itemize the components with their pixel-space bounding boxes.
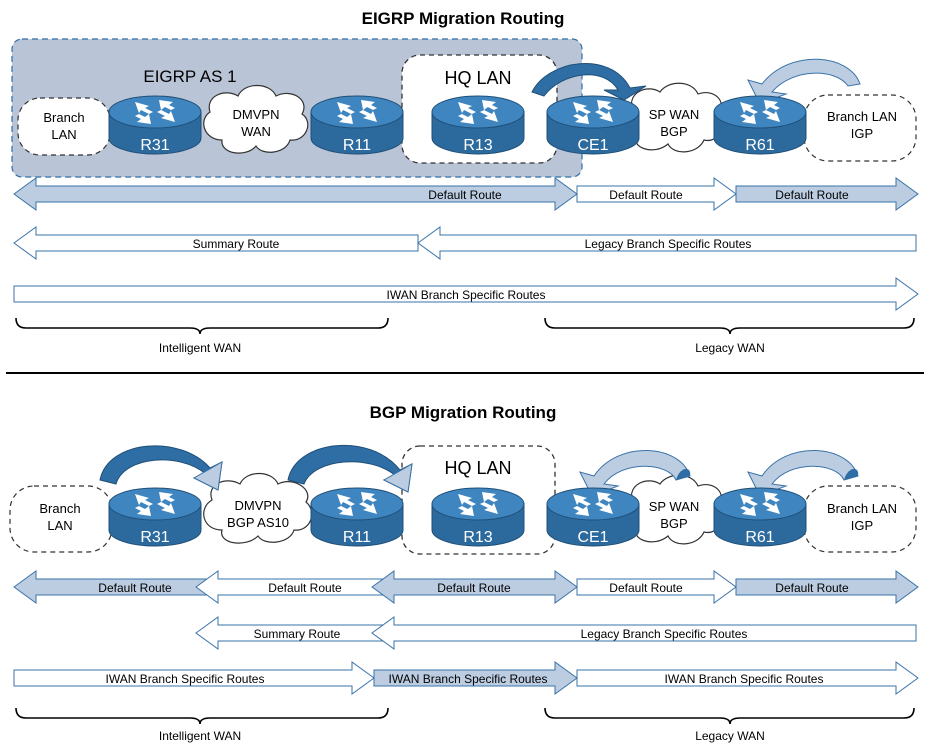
router-ce1-bottom-label: CE1 [577, 529, 608, 546]
route-label-bottom-row3-2: IWAN Branch Specific Routes [389, 672, 548, 686]
branch-lan-left-top [17, 97, 111, 156]
brace-legacy-wan-bottom-label: Legacy WAN [695, 729, 765, 743]
curved-arrow-top-2 [747, 58, 861, 105]
branch-lan-left-top-l2: LAN [51, 127, 76, 142]
route-label-bottom-row3-1: IWAN Branch Specific Routes [106, 672, 265, 686]
sp-wan-cloud-top-l1: SP WAN [649, 107, 700, 122]
dmvpn-cloud-top-l2: WAN [241, 124, 271, 139]
brace-legacy-wan-top [544, 317, 915, 335]
brace-intelligent-wan-bottom-label: Intelligent WAN [159, 729, 241, 743]
router-r61-bottom-label: R61 [745, 529, 774, 546]
router-r11-top-label: R11 [343, 137, 371, 154]
route-arrow-bottom-row3-iwan-1 [13, 661, 375, 695]
router-r31-bottom-label: R31 [140, 529, 169, 546]
route-arrow-bottom-row3-iwan-2 [373, 661, 578, 695]
route-label-top-row2-2: Legacy Branch Specific Routes [585, 237, 752, 251]
dmvpn-cloud-bottom-l2: BGP AS10 [227, 515, 289, 530]
sp-wan-cloud-bottom-l2: BGP [660, 516, 687, 531]
brace-intelligent-wan-bottom [15, 707, 389, 725]
top-title: EIGRP Migration Routing [362, 9, 565, 28]
route-arrow-bottom-row3-iwan-3 [576, 661, 919, 695]
route-arrow-top-row1-default-3 [735, 177, 919, 211]
route-arrow-bottom-row1-default-5 [735, 570, 919, 604]
route-label-bottom-row2-1: Summary Route [254, 627, 341, 641]
route-arrow-bottom-row2-legacy [371, 616, 917, 650]
route-label-bottom-row1-3: Default Route [437, 581, 511, 595]
router-r13-bottom-label: R13 [463, 529, 492, 546]
hq-lan-label-bottom: HQ LAN [444, 458, 511, 478]
router-r13-top-label: R13 [463, 137, 492, 154]
curved-arrow-bottom-1b [192, 461, 223, 491]
route-label-top-row1-2: Default Route [609, 188, 683, 202]
curved-arrow-bottom-3b [676, 468, 691, 480]
route-arrow-top-row2-legacy [417, 226, 917, 260]
curved-arrow-bottom-2b [382, 463, 413, 493]
route-label-top-row3-1: IWAN Branch Specific Routes [387, 288, 546, 302]
curved-arrow-bottom-3 [579, 450, 691, 497]
curved-arrow-bottom-4 [747, 450, 859, 497]
route-label-top-row1-3: Default Route [775, 188, 849, 202]
dmvpn-cloud-top [203, 84, 309, 154]
router-ce1-top-label: CE1 [577, 137, 608, 154]
sp-wan-cloud-bottom-l1: SP WAN [649, 499, 700, 514]
route-label-bottom-row1-5: Default Route [775, 581, 849, 595]
route-label-top-row1-1: Default Route [428, 188, 502, 202]
hq-lan-label-top: HQ LAN [444, 68, 511, 88]
curved-arrow-bottom-4b [844, 468, 859, 480]
route-label-bottom-row2-2: Legacy Branch Specific Routes [581, 627, 748, 641]
branch-lan-left-top-l1: Branch [43, 110, 84, 125]
branch-lan-right-bottom [803, 485, 917, 553]
sp-wan-cloud-top-l2: BGP [660, 124, 687, 139]
router-r31-top-label: R31 [140, 137, 169, 154]
route-label-bottom-row1-4: Default Route [609, 581, 683, 595]
bottom-title: BGP Migration Routing [370, 403, 557, 422]
route-label-bottom-row1-2: Default Route [268, 581, 342, 595]
route-label-top-row2-1: Summary Route [193, 237, 280, 251]
route-label-bottom-row1-1: Default Route [98, 581, 172, 595]
eigrp-as-label: EIGRP AS 1 [143, 67, 236, 86]
brace-intelligent-wan-top [15, 317, 389, 335]
route-label-bottom-row3-3: IWAN Branch Specific Routes [665, 672, 824, 686]
brace-legacy-wan-bottom [544, 707, 915, 725]
branch-lan-right-bottom-l1: Branch LAN [827, 501, 897, 516]
branch-lan-right-top-l1: Branch LAN [827, 109, 897, 124]
brace-legacy-wan-top-label: Legacy WAN [695, 341, 765, 355]
route-arrow-top-row3-iwan [13, 277, 919, 311]
dmvpn-cloud-bottom-l1: DMVPN [235, 498, 282, 513]
route-arrow-bottom-row1-default-4 [576, 570, 737, 604]
branch-lan-right-top-l2: IGP [851, 126, 873, 141]
route-arrow-top-row1-default-2 [576, 177, 737, 211]
branch-lan-left-bottom-l1: Branch [39, 501, 80, 516]
branch-lan-left-bottom-l2: LAN [47, 518, 72, 533]
router-r11-bottom-label: R11 [343, 529, 371, 546]
brace-intelligent-wan-top-label: Intelligent WAN [159, 341, 241, 355]
dmvpn-cloud-top-l1: DMVPN [233, 107, 280, 122]
router-r61-top-label: R61 [745, 137, 774, 154]
branch-lan-right-bottom-l2: IGP [851, 518, 873, 533]
branch-lan-right-top [803, 94, 917, 162]
